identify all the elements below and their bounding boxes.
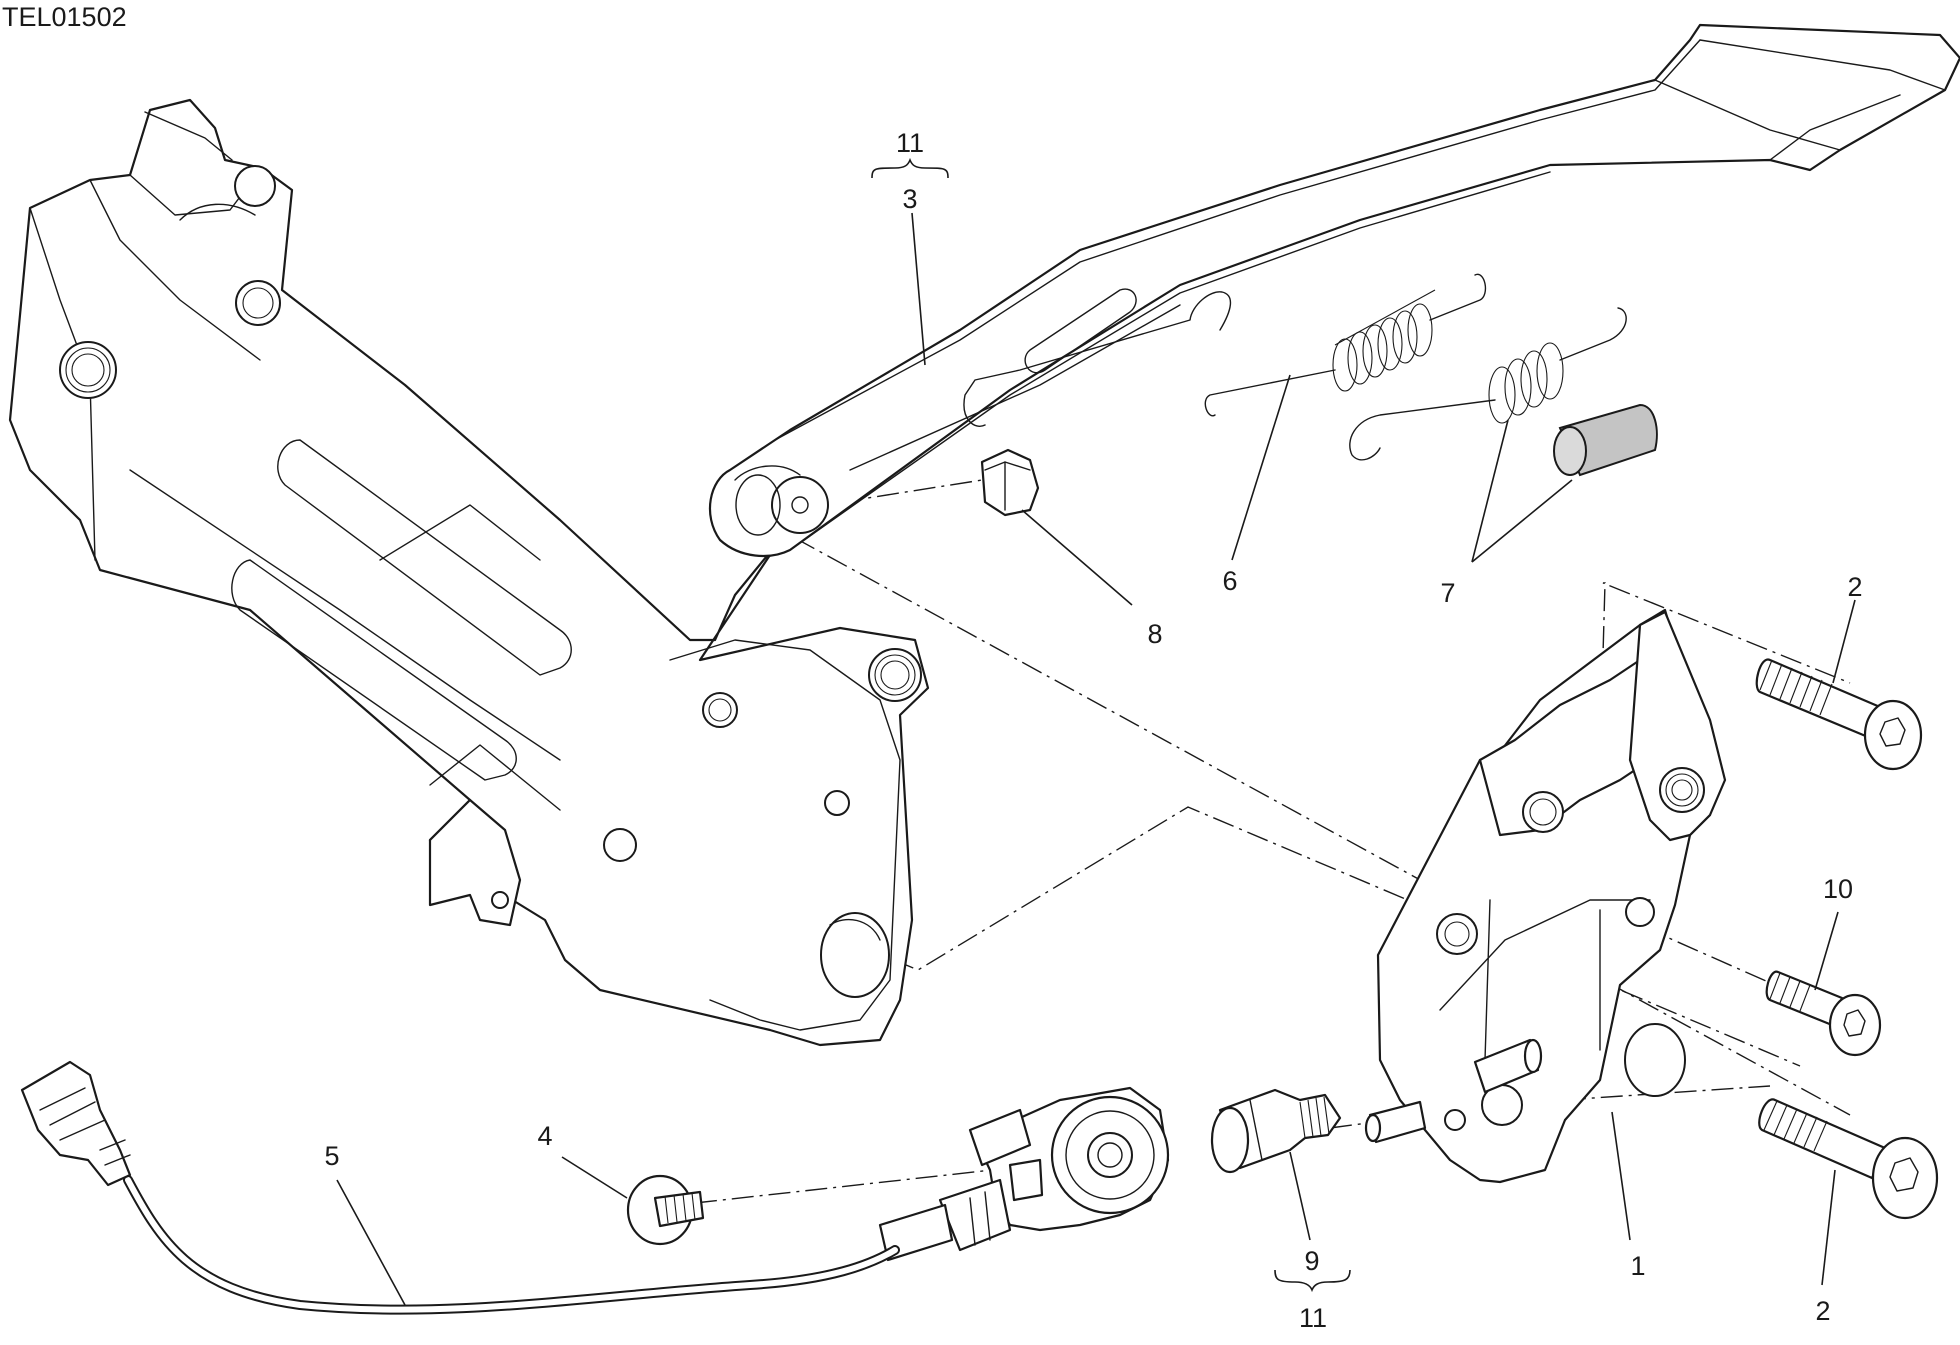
screw-10-icon (1765, 970, 1882, 1057)
axis-line-nut (803, 477, 996, 509)
callout-10: 10 (1823, 874, 1853, 904)
callout-6: 6 (1222, 566, 1237, 596)
leader-3 (911, 212, 926, 366)
callout-5: 5 (324, 1141, 339, 1171)
spring-7-icon (1349, 307, 1627, 461)
sidestand-leg-icon (708, 23, 1960, 557)
stand-switch-icon (878, 1086, 1170, 1262)
wiring-connector-icon (20, 1060, 900, 1315)
screw-4-icon (626, 1174, 705, 1246)
leader-1 (1611, 1111, 1631, 1241)
callout-3: 3 (902, 184, 917, 214)
callout-9: 9 (1304, 1246, 1319, 1276)
frame-bracket-icon (8, 98, 930, 1047)
leader-6 (1231, 374, 1291, 561)
axis-line-leg-pivot (794, 537, 1851, 1116)
spacer-sleeve-icon (1553, 403, 1658, 477)
drawing-code: TEL01502 (2, 2, 127, 32)
pivot-pin-icon (1210, 1088, 1342, 1174)
leader-4 (561, 1156, 628, 1199)
leader-10 (1814, 911, 1839, 991)
leader-5 (336, 1179, 406, 1306)
callout-1: 1 (1630, 1251, 1645, 1281)
leader-7b (1471, 479, 1573, 563)
leader-7a (1471, 419, 1509, 563)
callout-7: 7 (1440, 578, 1455, 608)
brace-11-bottom (1274, 1269, 1351, 1293)
leader-8 (1021, 509, 1133, 606)
leader-2-top (1832, 599, 1856, 684)
leader-lines (336, 157, 1856, 1306)
mounting-plate-icon (1364, 608, 1727, 1184)
brace-11-top (871, 157, 949, 179)
callout-4: 4 (537, 1121, 552, 1151)
callout-2-top: 2 (1847, 572, 1862, 602)
screw-2-top-icon (1755, 658, 1923, 771)
screw-2-bottom-icon (1758, 1098, 1939, 1220)
callout-11-bottom: 11 (1299, 1303, 1327, 1333)
callout-8: 8 (1147, 619, 1162, 649)
leader-9 (1289, 1151, 1311, 1241)
leader-2-bottom (1821, 1169, 1836, 1286)
nut-8-icon (980, 448, 1040, 517)
callout-11-top: 11 (896, 128, 924, 158)
callout-labels: 11 3 6 7 8 2 10 4 5 9 11 1 2 (324, 128, 1862, 1333)
spring-6-icon (963, 273, 1487, 427)
callout-2-bottom: 2 (1815, 1296, 1830, 1326)
axis-line-screw-4 (694, 1167, 1011, 1204)
